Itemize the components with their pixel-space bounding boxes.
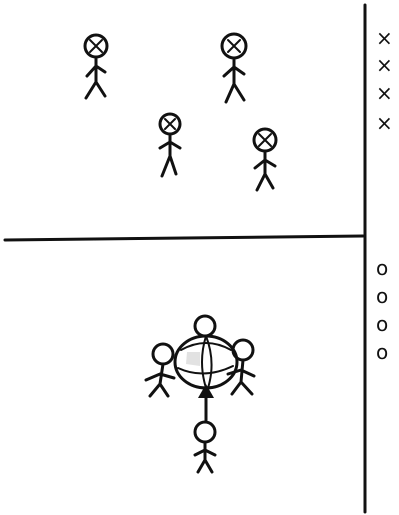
horizontal-divider	[3, 234, 365, 242]
stick-figure-2	[220, 32, 248, 104]
table-line	[201, 335, 207, 389]
circle-mark: o	[376, 284, 388, 308]
circle-mark: o	[376, 256, 388, 280]
table-line	[177, 365, 234, 375]
circle-tally: o o o o	[376, 256, 388, 364]
cross-mark: ×	[376, 53, 393, 77]
table-line	[205, 335, 213, 389]
stick-figure-3	[158, 112, 182, 178]
table-line	[180, 342, 232, 351]
circle-mark: o	[376, 312, 388, 336]
cross-tally: × × × ×	[376, 26, 393, 135]
newcomer-head	[193, 420, 217, 444]
huddle-body-left	[144, 362, 176, 398]
stick-figure-1	[83, 33, 109, 100]
cross-mark: ×	[376, 111, 393, 135]
huddle-head-top	[193, 314, 217, 338]
huddle-group	[144, 314, 256, 474]
cross-mark: ×	[376, 81, 393, 105]
huddle-head-left	[151, 342, 175, 366]
circle-mark: o	[376, 340, 388, 364]
huddle-body-right	[226, 358, 256, 396]
cross-mark: ×	[376, 26, 393, 50]
newcomer-body	[193, 440, 217, 474]
arrow-head	[198, 384, 214, 398]
stick-figure-4	[252, 127, 278, 192]
table-shade	[186, 352, 200, 366]
